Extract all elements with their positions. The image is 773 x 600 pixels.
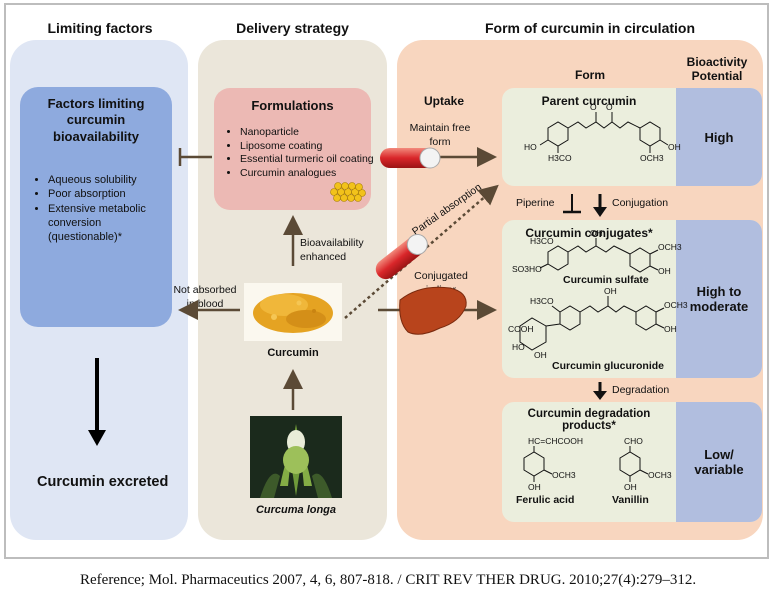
liver-icon xyxy=(399,286,467,335)
maintain-free-form-label: Maintain free form xyxy=(409,122,471,148)
chem-oh: OH xyxy=(534,350,547,360)
degradation-title: Curcumin degradation products* xyxy=(527,408,651,432)
form-header: Form xyxy=(575,68,605,82)
excretion-arrowhead xyxy=(88,430,106,446)
chem-oh: OH xyxy=(590,228,603,238)
chem-h3co: H3CO xyxy=(548,153,572,163)
chem-oh: OH xyxy=(658,266,671,276)
bioavailability-enhanced-label: Bioavailability enhanced xyxy=(300,237,364,263)
uptake-header: Uptake xyxy=(424,94,465,108)
chem-och3: OCH3 xyxy=(664,300,688,310)
chem-oh: OH xyxy=(604,286,617,296)
bioactivity-low-label: Low/ variable xyxy=(694,447,744,477)
limiting-item: Aqueous solubility xyxy=(48,173,173,187)
parent-curcumin-title: Parent curcumin xyxy=(541,94,637,108)
chem-och3: OCH3 xyxy=(640,153,664,163)
formulation-item: Liposome coating xyxy=(240,140,400,154)
partial-absorption-capsule xyxy=(375,233,428,280)
degradation-arrowhead xyxy=(593,391,607,400)
chem-oh: OH xyxy=(624,482,637,492)
chem-oxo: O xyxy=(606,102,613,112)
reference-text: Reference; Mol. Pharmaceutics 2007, 4, 6… xyxy=(80,572,697,588)
bioactivity-high-label: High xyxy=(704,129,734,145)
bioactivity-high-moderate-label: High to moderate xyxy=(689,284,749,314)
chem-cho: CHO xyxy=(624,436,643,446)
limiting-item: Poor absorption xyxy=(48,187,173,201)
chem-labels: HO H3CO O O OH OCH3 H3CO SO3HO OH OCH3 O… xyxy=(508,102,688,492)
piperine-label: Piperine xyxy=(516,197,555,209)
conjugates-title: Curcumin conjugates* xyxy=(525,226,653,240)
curcumin-excreted-label: Curcumin excreted xyxy=(37,474,169,490)
bioactivity-low: Low/ variable xyxy=(676,402,762,522)
formulation-item: Curcumin analogues xyxy=(240,167,400,181)
vanillin-structure xyxy=(619,446,649,482)
limiting-factors-box xyxy=(20,87,172,327)
conjugation-label: Conjugation xyxy=(612,197,669,209)
header-limiting-factors: Limiting factors xyxy=(47,20,153,36)
chem-oh: OH xyxy=(668,142,681,152)
parent-curcumin-structure xyxy=(539,112,669,153)
curcumin-powder-image xyxy=(244,283,342,341)
chem-och3: OCH3 xyxy=(648,470,672,480)
chem-h3co: H3CO xyxy=(530,296,554,306)
bioactivity-high-moderate: High to moderate xyxy=(676,220,762,378)
formulation-item: Essential turmeric oil coating xyxy=(240,153,400,167)
chem-oxo: O xyxy=(590,102,597,112)
formulations-list: Nanoparticle Liposome coating Essential … xyxy=(228,126,400,181)
chem-oh: OH xyxy=(528,482,541,492)
curcumin-label: Curcumin xyxy=(267,347,319,359)
degradation-label: Degradation xyxy=(612,384,670,396)
formulations-title: Formulations xyxy=(251,98,334,113)
chem-oh: OH xyxy=(664,324,677,334)
header-form-in-circulation: Form of curcumin in circulation xyxy=(484,20,696,36)
vanillin-label: Vanillin xyxy=(612,494,649,506)
curcumin-glucuronide-structure xyxy=(519,296,665,351)
header-delivery-strategy: Delivery strategy xyxy=(236,20,349,36)
formulation-item: Nanoparticle xyxy=(240,126,400,140)
curcuma-longa-photo xyxy=(250,416,342,498)
free-form-capsule xyxy=(380,147,441,169)
curcuma-longa-label: Curcuma longa xyxy=(255,504,337,516)
chem-ho: HO xyxy=(512,342,525,352)
ferulic-acid-structure xyxy=(523,446,553,482)
chem-och3: OCH3 xyxy=(658,242,682,252)
curcumin-sulfate-label: Curcumin sulfate xyxy=(563,274,649,286)
ferulic-acid-label: Ferulic acid xyxy=(516,494,575,506)
bioactivity-high: High xyxy=(676,88,762,186)
conjugation-arrowhead xyxy=(593,207,607,217)
limiting-factors-list: Aqueous solubility Poor absorption Exten… xyxy=(36,173,173,244)
curcumin-glucuronide-label: Curcumin glucuronide xyxy=(552,360,665,372)
chem-ferulic-chain: HC=CHCOOH xyxy=(528,436,583,446)
bioactivity-header: Bioactivity Potential xyxy=(686,55,748,84)
chem-cooh: COOH xyxy=(508,324,534,334)
chem-ho: HO xyxy=(524,142,537,152)
nanoparticle-cluster-icon xyxy=(330,182,366,202)
chem-h3co: H3CO xyxy=(530,236,554,246)
limiting-item: Extensive metabolic conversion (question… xyxy=(48,202,173,245)
chem-och3: OCH3 xyxy=(552,470,576,480)
limiting-box-title: Factors limiting curcumin bioavailabilit… xyxy=(47,96,145,144)
curcumin-sulfate-structure xyxy=(539,238,659,273)
chem-so3ho: SO3HO xyxy=(512,264,542,274)
